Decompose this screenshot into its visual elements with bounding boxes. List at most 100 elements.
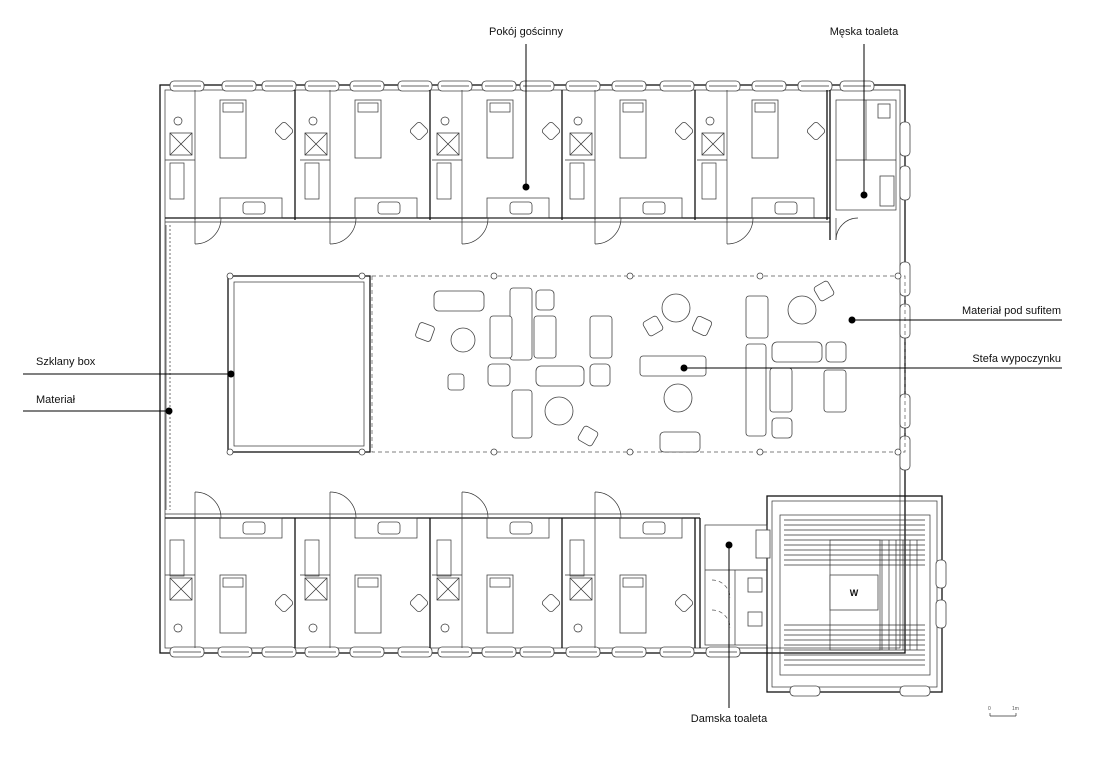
scale-end: 1m xyxy=(1012,706,1019,712)
toilet xyxy=(308,623,318,633)
toilet xyxy=(173,623,183,633)
mens-toilet-label: Męska toaleta xyxy=(830,26,899,38)
material-label: Materiał xyxy=(36,394,76,406)
chair xyxy=(541,121,561,141)
toilet xyxy=(573,116,583,126)
door xyxy=(594,491,622,519)
window xyxy=(899,435,911,471)
desk xyxy=(354,517,418,539)
column xyxy=(894,448,902,456)
toilet xyxy=(440,623,450,633)
annotation-glass-box: Szklany box xyxy=(23,356,235,378)
bed xyxy=(219,574,247,634)
chair xyxy=(409,121,429,141)
chair xyxy=(409,593,429,613)
column xyxy=(490,272,498,280)
annotation-material: Materiał xyxy=(23,394,173,415)
window xyxy=(935,559,947,589)
column xyxy=(756,448,764,456)
chair xyxy=(806,121,826,141)
column xyxy=(226,448,234,456)
column xyxy=(226,272,234,280)
door xyxy=(329,491,357,519)
toilet xyxy=(173,116,183,126)
chair xyxy=(274,121,294,141)
sofa xyxy=(433,290,485,312)
desk xyxy=(219,517,283,539)
door xyxy=(461,217,489,245)
column xyxy=(756,272,764,280)
desk xyxy=(354,197,418,219)
wardrobe xyxy=(701,162,717,200)
windows xyxy=(169,80,947,697)
column xyxy=(490,448,498,456)
stair-mark: W xyxy=(850,588,859,598)
wardrobe xyxy=(304,539,320,577)
columns xyxy=(226,272,902,456)
guest-rooms xyxy=(165,90,828,648)
womens-toilet-room xyxy=(704,524,771,646)
bed xyxy=(354,574,382,634)
guest-room xyxy=(165,90,296,245)
annotation-womens-toilet: Damska toaleta xyxy=(691,541,768,725)
stair-label-box xyxy=(829,574,879,611)
desk xyxy=(486,197,550,219)
toilet xyxy=(440,116,450,126)
wardrobe xyxy=(169,539,185,577)
bed xyxy=(486,574,514,634)
desk xyxy=(751,197,815,219)
chair xyxy=(274,593,294,613)
guest-room xyxy=(165,491,296,648)
window xyxy=(789,685,821,697)
guest-room xyxy=(300,90,431,245)
wardrobe xyxy=(304,162,320,200)
annotation-mens-toilet: Męska toaleta xyxy=(830,26,899,199)
ceiling-material-label: Materiał pod sufitem xyxy=(962,305,1061,317)
toilet xyxy=(308,116,318,126)
door xyxy=(594,217,622,245)
mens-toilet-room xyxy=(835,99,897,241)
glass-box xyxy=(227,275,371,453)
column xyxy=(894,272,902,280)
scale-start: 0 xyxy=(988,706,991,712)
guest-room xyxy=(432,90,563,245)
column xyxy=(626,272,634,280)
lounge-label: Stefa wypoczynku xyxy=(972,353,1061,365)
desk xyxy=(219,197,283,219)
bed xyxy=(486,99,514,159)
window xyxy=(899,121,911,157)
bed xyxy=(619,574,647,634)
column xyxy=(358,448,366,456)
window xyxy=(899,685,931,697)
bed xyxy=(354,99,382,159)
chair xyxy=(541,593,561,613)
chair xyxy=(674,593,694,613)
wardrobe xyxy=(436,162,452,200)
annotation-guest-room: Pokój gościnny xyxy=(489,26,563,191)
guest-room xyxy=(432,491,563,648)
desk xyxy=(619,197,683,219)
bench xyxy=(509,287,533,361)
column xyxy=(358,272,366,280)
bed xyxy=(751,99,779,159)
wardrobe xyxy=(569,162,585,200)
door xyxy=(329,217,357,245)
toilet xyxy=(705,116,715,126)
door xyxy=(726,217,754,245)
toilet xyxy=(573,623,583,633)
staircase: W xyxy=(779,514,931,676)
womens-toilet-label: Damska toaleta xyxy=(691,713,768,725)
wardrobe xyxy=(436,539,452,577)
lounge-sofa xyxy=(639,355,707,377)
guest-room xyxy=(697,90,828,245)
window xyxy=(899,165,911,201)
door xyxy=(194,491,222,519)
door xyxy=(194,217,222,245)
ceiling-material-zone xyxy=(371,275,906,453)
wardrobe xyxy=(169,162,185,200)
guest-room xyxy=(300,491,431,648)
guest-room xyxy=(565,491,696,648)
glass-box-label: Szklany box xyxy=(36,356,96,368)
annotation-lounge: Stefa wypoczynku xyxy=(680,353,1062,372)
window xyxy=(935,599,947,629)
